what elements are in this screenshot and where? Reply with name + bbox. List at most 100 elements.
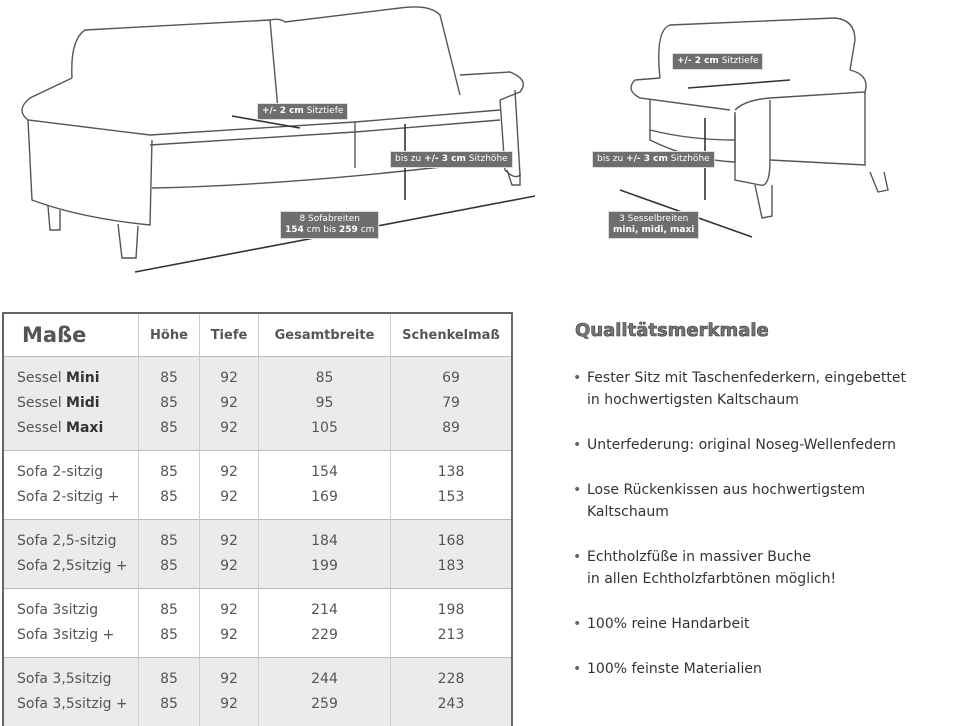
row-label: Sofa 2-sitzig	[17, 464, 103, 480]
row-name: Sofa 3,5sitzig +	[17, 692, 138, 717]
quality-item-line: Unterfederung: original Noseg-Wellenfede…	[587, 434, 960, 456]
quality-item-line: Lose Rückenkissen aus hochwertigstem	[587, 479, 960, 501]
quality-item: Unterfederung: original Noseg-Wellenfede…	[575, 434, 960, 456]
cell-value: 85	[139, 598, 199, 623]
cell-value: 92	[200, 692, 258, 717]
cell-value: 85	[139, 623, 199, 648]
quality-item-line: in hochwertigsten Kaltschaum	[587, 389, 960, 411]
row-name: Sessel Midi	[17, 391, 138, 416]
cell-value: 85	[139, 391, 199, 416]
row-label: Sofa 2-sitzig +	[17, 489, 119, 505]
cell-value: 184	[259, 529, 390, 554]
row-name: Sofa 3sitzig	[17, 598, 138, 623]
sofa-drawing	[22, 7, 523, 258]
row-label: Sessel	[17, 395, 62, 411]
sofa-arrows	[135, 116, 535, 272]
header-hoehe: Höhe	[139, 313, 200, 357]
cell-value: 199	[259, 554, 390, 579]
quality-item-line: 100% reine Handarbeit	[587, 613, 960, 635]
cell-value: 153	[391, 485, 511, 510]
cell-value: 92	[200, 416, 258, 441]
quality-item-line: in allen Echtholzfarbtönen möglich!	[587, 568, 960, 590]
row-label: Sessel	[17, 370, 62, 386]
cell-value: 85	[139, 529, 199, 554]
sofa-illustrations	[0, 0, 960, 300]
cell-value: 92	[200, 598, 258, 623]
quality-list: Fester Sitz mit Taschenfederkern, eingeb…	[575, 367, 960, 680]
cell-value: 183	[391, 554, 511, 579]
cell-value: 244	[259, 667, 390, 692]
row-name: Sofa 3,5sitzig	[17, 667, 138, 692]
cell-value: 214	[259, 598, 390, 623]
header-tiefe: Tiefe	[200, 313, 259, 357]
cell-value: 85	[139, 366, 199, 391]
row-name: Sessel Mini	[17, 366, 138, 391]
quality-item-line: Echtholzfüße in massiver Buche	[587, 546, 960, 568]
row-name: Sofa 2,5-sitzig	[17, 529, 138, 554]
chair-seat-depth-label: +/- 2 cm Sitztiefe	[672, 53, 763, 70]
cell-value: 105	[259, 416, 390, 441]
row-name: Sofa 2-sitzig +	[17, 485, 138, 510]
row-label: Sofa 3sitzig	[17, 602, 98, 618]
quality-item: Fester Sitz mit Taschenfederkern, eingeb…	[575, 367, 960, 411]
cell-value: 92	[200, 554, 258, 579]
cell-value: 213	[391, 623, 511, 648]
cell-value: 92	[200, 667, 258, 692]
quality-item: Lose Rückenkissen aus hochwertigstemKalt…	[575, 479, 960, 523]
cell-value: 92	[200, 485, 258, 510]
header-masse: Maße	[3, 313, 139, 357]
cell-value: 168	[391, 529, 511, 554]
cell-value: 198	[391, 598, 511, 623]
cell-value: 228	[391, 667, 511, 692]
row-name: Sofa 2-sitzig	[17, 460, 138, 485]
cell-value: 85	[259, 366, 390, 391]
cell-value: 92	[200, 366, 258, 391]
header-schenkelmass: Schenkelmaß	[391, 313, 513, 357]
row-name: Sofa 2,5sitzig +	[17, 554, 138, 579]
quality-item-line: Fester Sitz mit Taschenfederkern, eingeb…	[587, 367, 960, 389]
row-size: Maxi	[66, 420, 103, 436]
cell-value: 85	[139, 692, 199, 717]
table-header: Maße Höhe Tiefe Gesamtbreite Schenkelmaß	[3, 313, 512, 357]
cell-value: 85	[139, 460, 199, 485]
cell-value: 92	[200, 460, 258, 485]
row-size: Midi	[66, 395, 100, 411]
cell-value: 92	[200, 529, 258, 554]
row-name: Sessel Maxi	[17, 416, 138, 441]
row-size: Mini	[66, 370, 100, 386]
cell-value: 243	[391, 692, 511, 717]
cell-value: 85	[139, 485, 199, 510]
cell-value: 69	[391, 366, 511, 391]
cell-value: 92	[200, 623, 258, 648]
quality-item: 100% reine Handarbeit	[575, 613, 960, 635]
cell-value: 229	[259, 623, 390, 648]
sofa-seat-depth-label: +/- 2 cm Sitztiefe	[257, 103, 348, 120]
